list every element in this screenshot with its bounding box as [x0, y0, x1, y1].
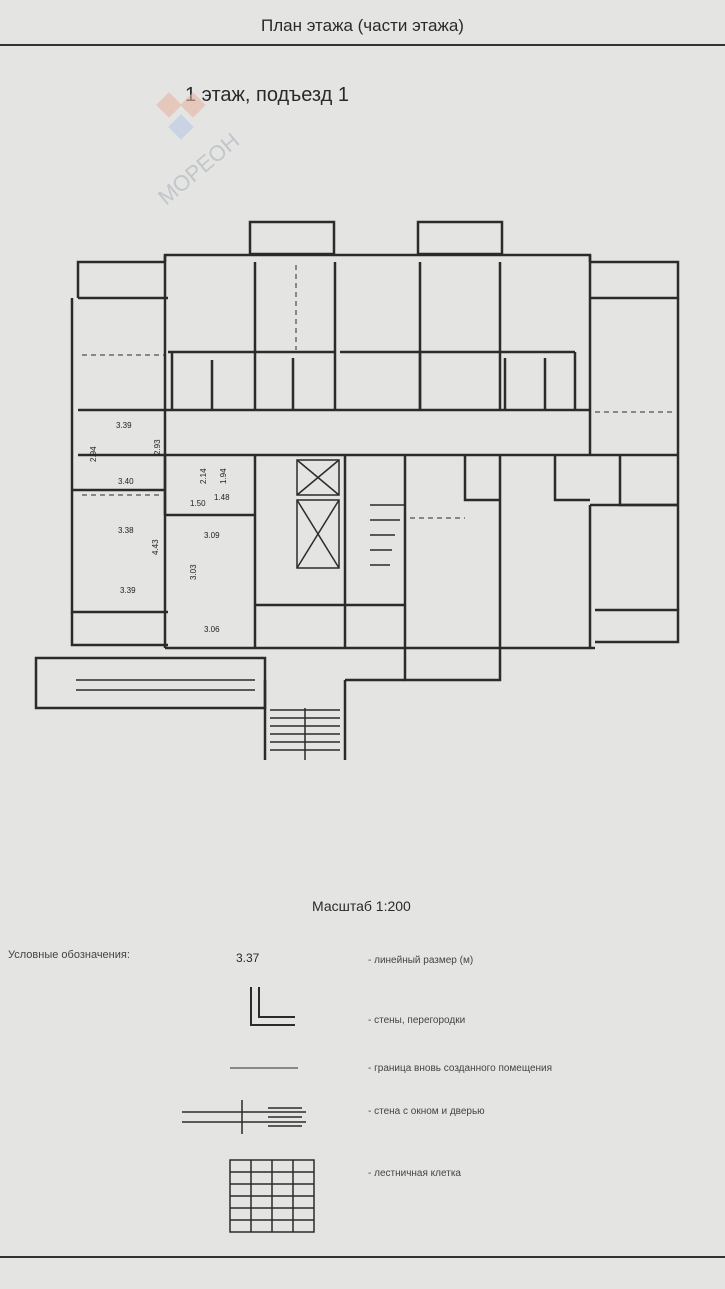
dim-label: 3.03 [189, 564, 198, 580]
legend-item-desc: - граница вновь созданного помещения [368, 1063, 553, 1074]
scale-label: Масштаб 1:200 [312, 898, 411, 914]
legend-wall-symbol [250, 987, 295, 1026]
footer-rule [0, 1256, 725, 1258]
legend-item-desc: - стена с окном и дверью [368, 1106, 485, 1117]
plan-walls [34, 220, 680, 760]
header-rule [0, 44, 725, 46]
legend-size-sample: 3.37 [236, 951, 260, 965]
dim-label: 2.93 [153, 439, 162, 455]
legend-item-desc: - лестничная клетка [368, 1168, 461, 1179]
floor-title: 1 этаж, подъезд 1 [185, 84, 350, 106]
dimension-labels: 3.39 2.94 2.93 3.40 1.50 3.38 3.09 4.43 … [89, 421, 230, 634]
dim-label: 1.94 [219, 468, 228, 484]
dim-label: 2.94 [89, 446, 98, 462]
legend-boundary-symbol [230, 1067, 298, 1069]
building-floor-plan: 3.39 2.94 2.93 3.40 1.50 3.38 3.09 4.43 … [34, 220, 680, 760]
legend-item-desc: - стены, перегородки [368, 1015, 466, 1026]
sheet-header-title: План этажа (части этажа) [261, 16, 464, 35]
legend-title: Условные обозначения: [8, 949, 130, 961]
dim-label: 1.50 [190, 499, 206, 508]
dim-label: 3.38 [118, 526, 134, 535]
dim-label: 2.14 [199, 468, 208, 484]
legend-window-door-symbol [182, 1100, 306, 1134]
dim-label: 3.39 [116, 421, 132, 430]
dim-label: 3.09 [204, 531, 220, 540]
plan-details [76, 459, 405, 760]
watermark-logo: МОРЕОН [153, 92, 244, 208]
dim-label: 1.48 [214, 493, 230, 502]
dim-label: 3.39 [120, 586, 136, 595]
plan-boundaries [82, 265, 676, 519]
dim-label: 3.06 [204, 625, 220, 634]
dim-label: 4.43 [151, 539, 160, 555]
dim-label: 3.40 [118, 477, 134, 486]
legend-stair-symbol [229, 1159, 315, 1233]
legend-item-desc: - линейный размер (м) [368, 955, 474, 966]
